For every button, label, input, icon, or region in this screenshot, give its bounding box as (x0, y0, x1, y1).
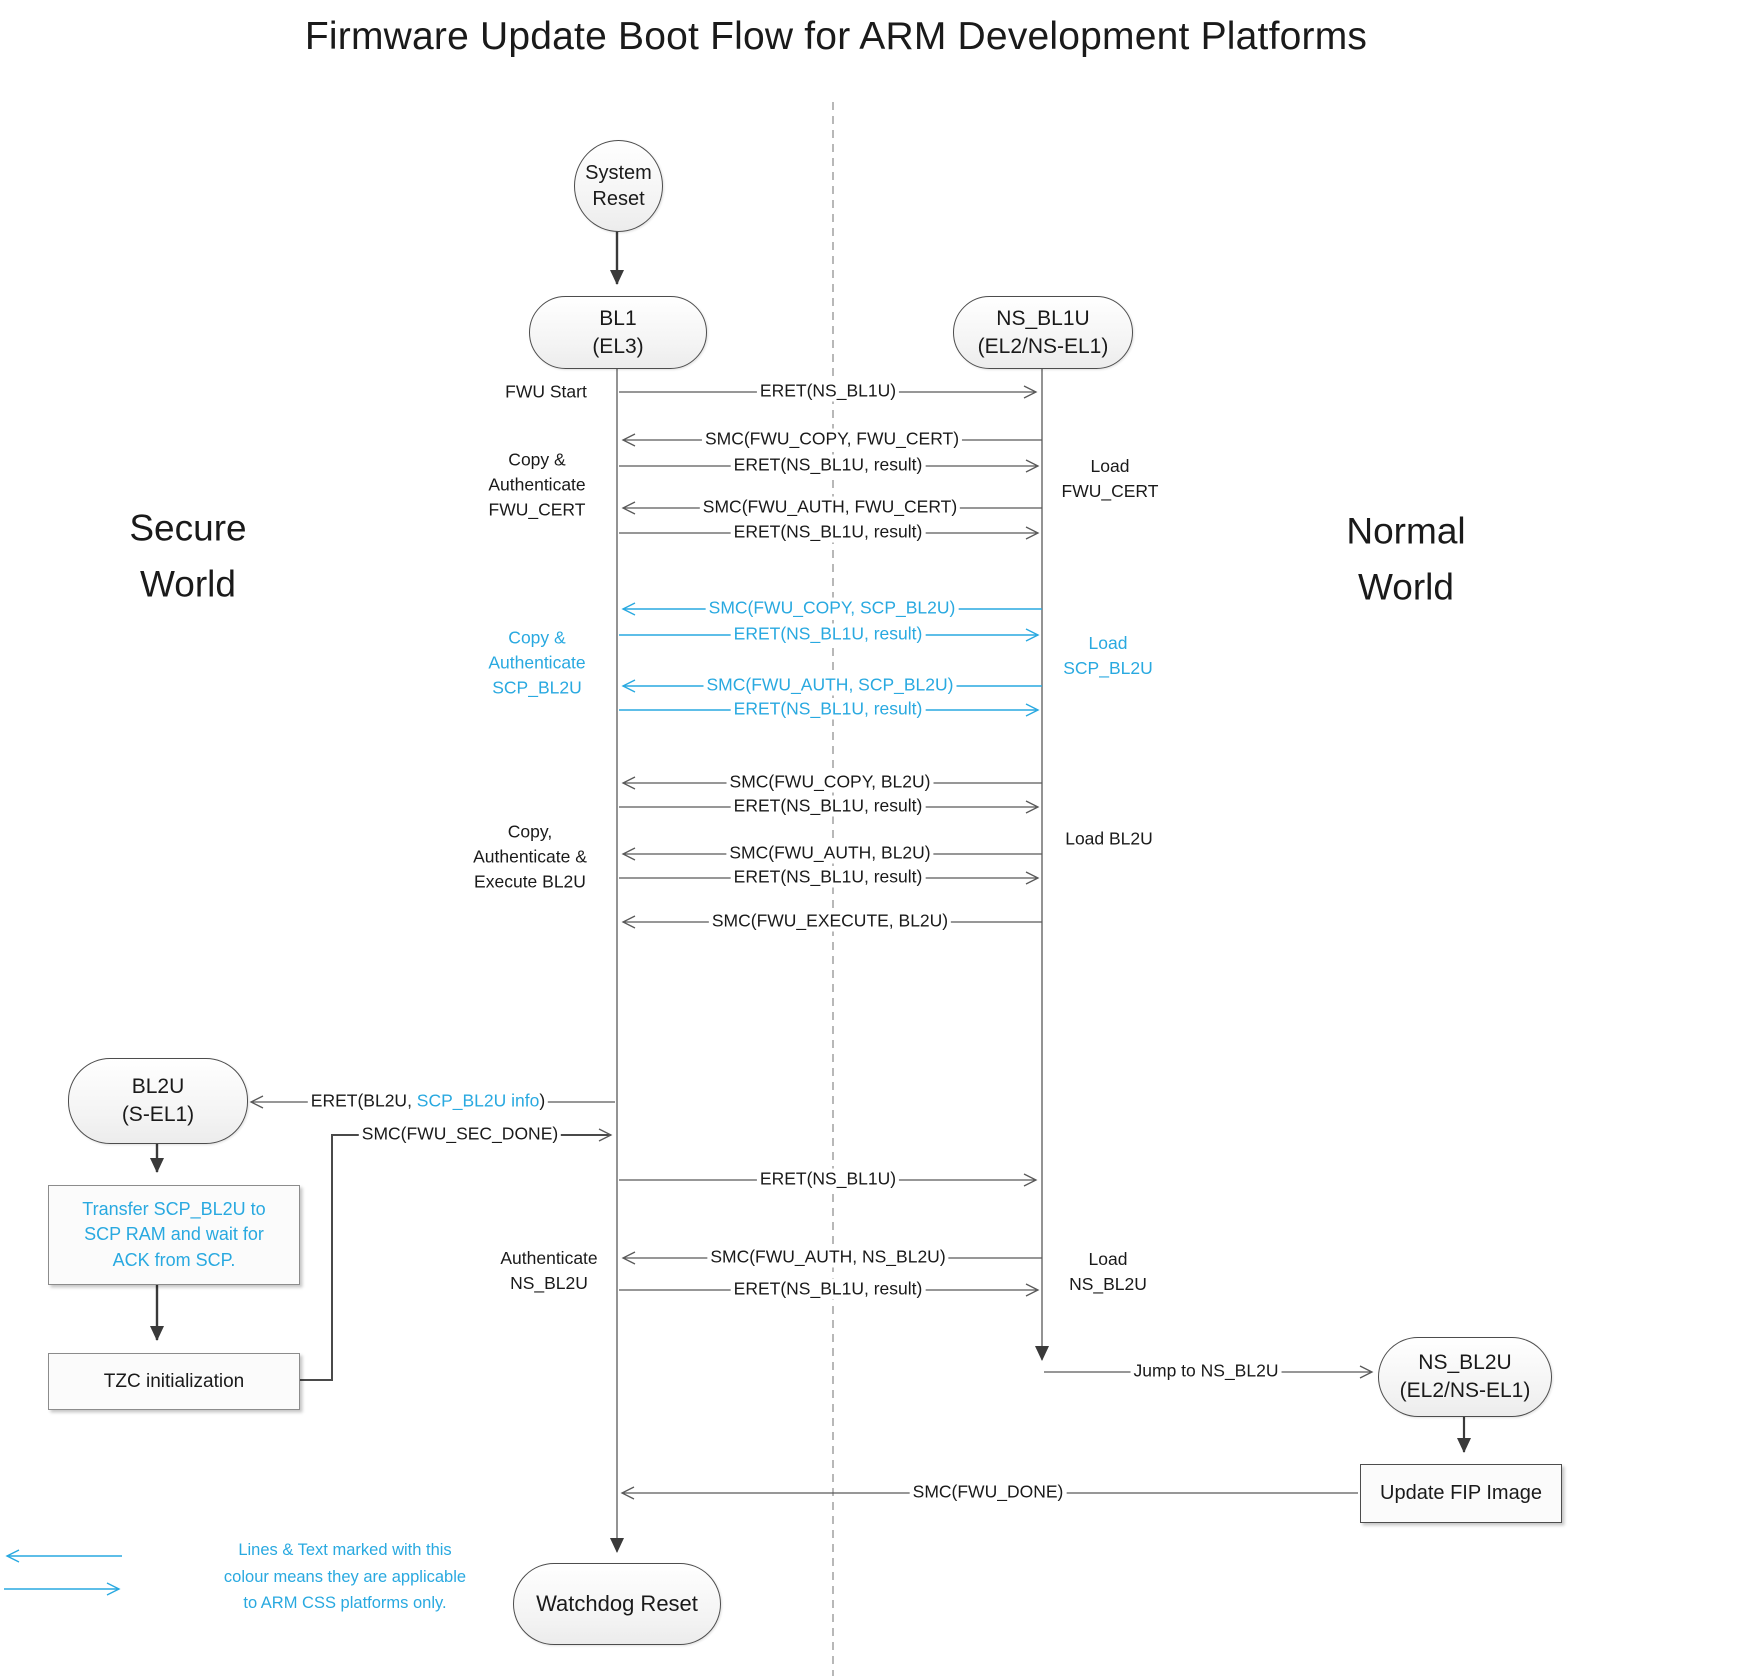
msg-smc-fwu-auth-fwu-cert: SMC(FWU_AUTH, FWU_CERT) (699, 496, 961, 518)
msg-smc-fwu-auth-ns-bl2u: SMC(FWU_AUTH, NS_BL2U) (707, 1246, 949, 1268)
msg-smc-fwu-auth-scp-bl2u: SMC(FWU_AUTH, SCP_BL2U) (703, 674, 957, 696)
msg-eret-result-blue-2: ERET(NS_BL1U, result) (730, 698, 926, 720)
normal-world-label: Normal World (1346, 510, 1466, 608)
msg-smc-fwu-execute-bl2u: SMC(FWU_EXECUTE, BL2U) (708, 910, 952, 932)
system-reset-node: System Reset (574, 140, 663, 232)
secure-world-label: Secure World (129, 507, 247, 605)
ns-bl2u-node: NS_BL2U (EL2/NS-EL1) (1378, 1337, 1552, 1417)
msg-smc-fwu-auth-bl2u: SMC(FWU_AUTH, BL2U) (726, 842, 934, 864)
msg-smc-fwu-sec-done: SMC(FWU_SEC_DONE) (358, 1123, 562, 1145)
watchdog-reset-node: Watchdog Reset (513, 1563, 721, 1645)
transfer-scp-box: Transfer SCP_BL2U to SCP RAM and wait fo… (48, 1185, 300, 1285)
stage-load-fwu-cert: Load FWU_CERT (1061, 456, 1159, 501)
stage-copy-auth-exec-bl2u: Copy, Authenticate & Execute BL2U (473, 821, 587, 892)
stage-fwu-start: FWU Start (505, 381, 587, 402)
msg-eret-bl2u-suffix: ) (539, 1090, 546, 1111)
stage-load-bl2u: Load BL2U (1065, 828, 1153, 849)
msg-eret-result-3: ERET(NS_BL1U, result) (730, 795, 926, 817)
update-fip-box: Update FIP Image (1360, 1464, 1562, 1523)
msg-jump-to-ns-bl2u: Jump to NS_BL2U (1130, 1360, 1282, 1382)
msg-eret-ns-bl1u-2: ERET(NS_BL1U) (756, 1168, 900, 1190)
msg-smc-fwu-copy-fwu-cert: SMC(FWU_COPY, FWU_CERT) (701, 428, 963, 450)
msg-eret-ns-bl1u-1: ERET(NS_BL1U) (756, 380, 900, 402)
msg-eret-result-2: ERET(NS_BL1U, result) (730, 521, 926, 543)
msg-smc-fwu-done: SMC(FWU_DONE) (909, 1481, 1067, 1503)
ns-bl1u-node: NS_BL1U (EL2/NS-EL1) (953, 296, 1133, 369)
bl2u-node: BL2U (S-EL1) (68, 1058, 248, 1144)
msg-eret-result-5: ERET(NS_BL1U, result) (730, 1278, 926, 1300)
page-title: Firmware Update Boot Flow for ARM Develo… (304, 15, 1368, 58)
stage-copy-auth-fwu-cert: Copy & Authenticate FWU_CERT (488, 449, 586, 520)
stage-auth-ns-bl2u: Authenticate NS_BL2U (500, 1248, 598, 1293)
msg-smc-fwu-copy-scp-bl2u: SMC(FWU_COPY, SCP_BL2U) (705, 597, 959, 619)
msg-eret-result-1: ERET(NS_BL1U, result) (730, 454, 926, 476)
msg-eret-bl2u-scp-info: ERET(BL2U, SCP_BL2U info) (307, 1090, 549, 1112)
bl1-node: BL1 (EL3) (529, 296, 707, 369)
legend-note: Lines & Text marked with this colour mea… (223, 1540, 467, 1613)
msg-eret-result-4: ERET(NS_BL1U, result) (730, 866, 926, 888)
stage-load-scp-bl2u: Load SCP_BL2U (1063, 633, 1153, 678)
msg-smc-fwu-copy-bl2u: SMC(FWU_COPY, BL2U) (726, 771, 934, 793)
stage-copy-auth-scp-bl2u: Copy & Authenticate SCP_BL2U (488, 627, 586, 698)
tzc-init-box: TZC initialization (48, 1353, 300, 1410)
msg-eret-result-blue-1: ERET(NS_BL1U, result) (730, 623, 926, 645)
stage-load-ns-bl2u: Load NS_BL2U (1069, 1249, 1147, 1294)
msg-eret-bl2u-highlight: SCP_BL2U info (416, 1090, 540, 1111)
msg-eret-bl2u-prefix: ERET(BL2U, (310, 1090, 417, 1111)
